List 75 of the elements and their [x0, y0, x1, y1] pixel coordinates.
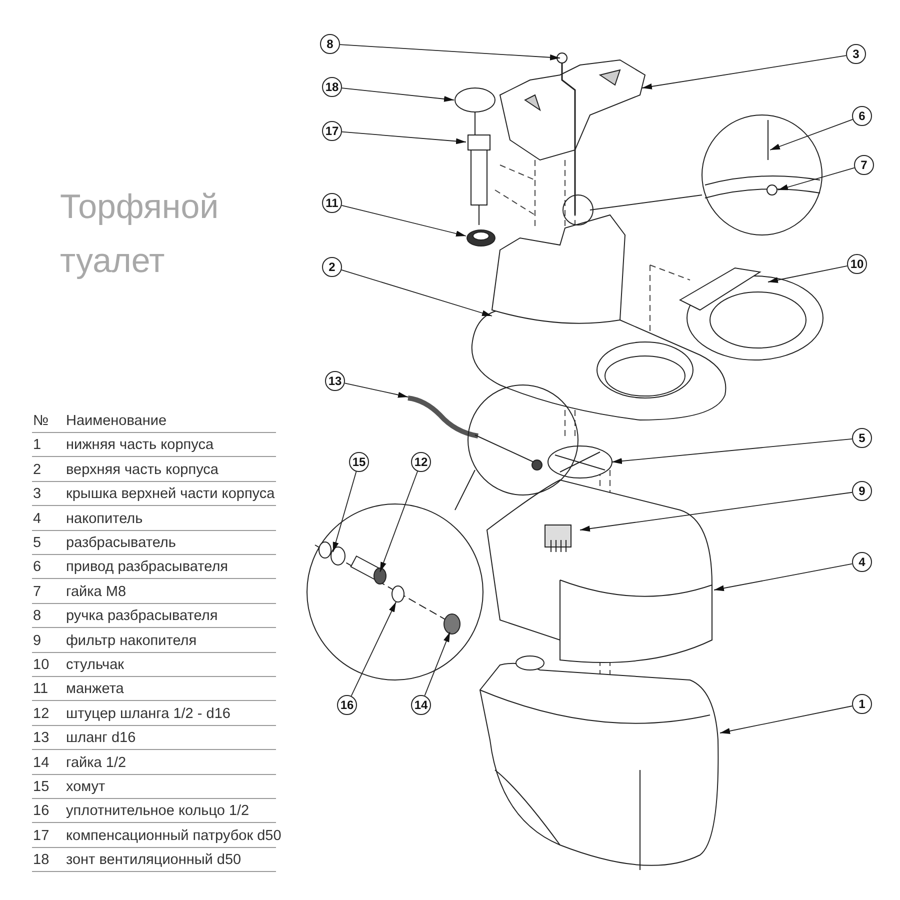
- callout-number: 7: [854, 155, 874, 175]
- callout-number: 11: [322, 193, 342, 213]
- item-number: 15: [33, 778, 50, 796]
- callout-number: 15: [349, 452, 369, 472]
- item-number: 8: [33, 607, 42, 626]
- item-number: 7: [33, 582, 42, 601]
- column-header: №: [33, 412, 49, 430]
- part-name: накопитель: [66, 510, 143, 528]
- item-number: 6: [33, 558, 42, 576]
- item-number: 9: [33, 632, 42, 650]
- item-number: 3: [33, 485, 42, 504]
- leader-line: [642, 55, 847, 90]
- part-name: шланг d16: [66, 729, 136, 748]
- part-name: манжета: [66, 680, 124, 698]
- item-number: 13: [33, 729, 50, 748]
- callout-number: 14: [411, 695, 431, 715]
- leader-line: [344, 382, 408, 398]
- leader-line: [720, 706, 853, 734]
- part-name: фильтр накопителя: [66, 632, 197, 650]
- item-number: 10: [33, 656, 50, 674]
- part-name: разбрасыватель: [66, 534, 176, 552]
- leader-line: [341, 204, 466, 237]
- callout-number: 18: [322, 77, 342, 97]
- item-number: 2: [33, 460, 42, 479]
- item-number: 11: [33, 680, 48, 698]
- leader-line: [778, 167, 855, 190]
- item-number: 12: [33, 704, 50, 723]
- item-number: 17: [33, 826, 50, 845]
- callout-number: 5: [852, 428, 872, 448]
- callout-number: 4: [852, 552, 872, 572]
- callout-number: 13: [325, 371, 345, 391]
- leader-line: [770, 119, 854, 150]
- leader-line: [340, 44, 560, 60]
- item-number: 5: [33, 534, 42, 552]
- leader-line: [380, 470, 418, 572]
- part-name: гайка М8: [66, 582, 126, 601]
- part-name: крышка верхней части корпуса: [66, 485, 275, 504]
- callout-number: 10: [847, 254, 867, 274]
- part-name: зонт вентиляционный d50: [66, 851, 242, 870]
- column-header: Наименование: [66, 412, 167, 430]
- item-number: 18: [33, 851, 50, 870]
- leader-line: [342, 88, 454, 102]
- callout-number: 9: [852, 481, 872, 501]
- part-name: штуцер шланга 1/2 - d16: [66, 704, 230, 723]
- leader-line: [612, 438, 852, 464]
- callout-number: 3: [846, 44, 866, 64]
- leader-line: [714, 563, 853, 592]
- leader-line: [580, 492, 853, 532]
- item-number: 1: [33, 436, 42, 454]
- part-name: хомут: [66, 778, 106, 796]
- leader-line: [341, 269, 492, 316]
- part-name: стульчак: [66, 656, 124, 674]
- part-name: привод разбрасывателя: [66, 558, 228, 576]
- callout-number: 2: [322, 257, 342, 277]
- part-name: уплотнительное кольцо 1/2: [66, 802, 250, 820]
- callout-number: 8: [320, 34, 340, 54]
- part-name: компенсационный патрубок d50: [66, 826, 282, 845]
- callout-number: 1: [852, 694, 872, 714]
- title: Торфяной туалет: [60, 187, 219, 282]
- callout-number: 16: [337, 695, 357, 715]
- leader-line: [424, 632, 450, 696]
- leader-line: [332, 471, 357, 552]
- part-name: верхняя часть корпуса: [66, 460, 218, 479]
- callout-number: 17: [322, 121, 342, 141]
- part-name: гайка 1/2: [66, 754, 126, 772]
- callout-number: 12: [411, 452, 431, 472]
- item-number: 16: [33, 802, 50, 820]
- leader-line: [350, 602, 396, 696]
- part-name: нижняя часть корпуса: [66, 436, 214, 454]
- item-number: 4: [33, 510, 42, 528]
- leader-line: [342, 131, 466, 144]
- callout-number: 6: [852, 106, 872, 126]
- part-name: ручка разбрасывателя: [66, 607, 218, 626]
- item-number: 14: [33, 754, 50, 772]
- leader-line: [768, 266, 848, 283]
